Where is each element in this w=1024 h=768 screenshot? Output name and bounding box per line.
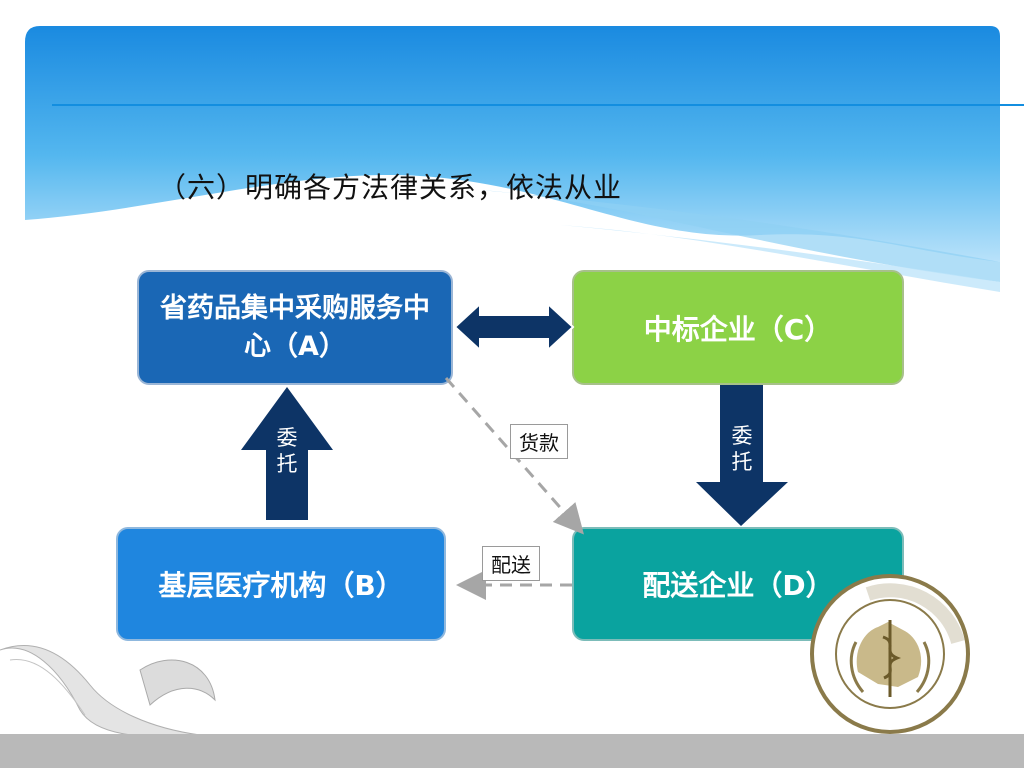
node-winning-enterprise[interactable]: 中标企业（C）: [572, 270, 904, 385]
double-arrow-a-c: [453, 301, 575, 353]
edge-label-delivery: 配送: [482, 546, 540, 581]
slide-title: （六）明确各方法律关系，依法从业: [158, 171, 623, 204]
edge-label-payment: 货款: [510, 424, 568, 459]
node-procurement-center[interactable]: 省药品集中采购服务中心（A）: [137, 270, 453, 385]
arrow-label-c-d: 委托: [731, 424, 753, 474]
arrow-label-b-a: 委托: [276, 426, 298, 476]
node-medical-institution[interactable]: 基层医疗机构（B）: [116, 527, 446, 641]
decorative-swirl: [0, 645, 216, 738]
footer-bar: [0, 734, 1024, 768]
header-banner: [25, 26, 1024, 292]
organization-seal-logo: [810, 574, 970, 734]
